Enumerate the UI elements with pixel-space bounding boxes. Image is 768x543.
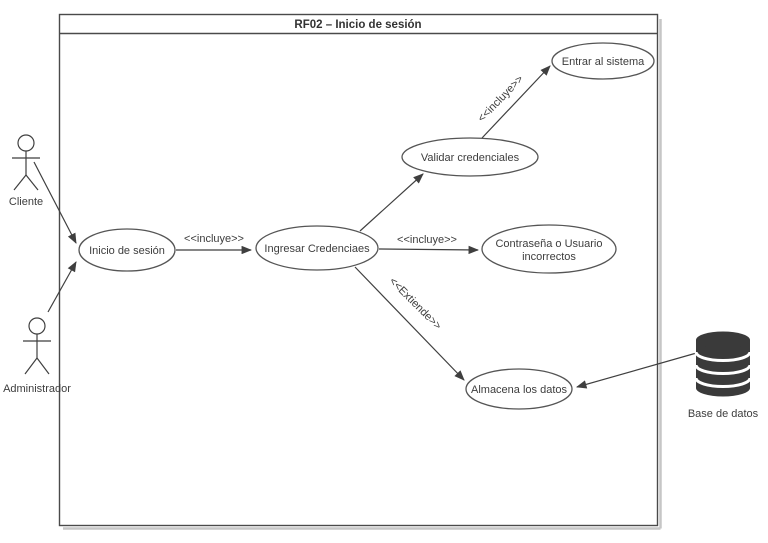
edge-administrador-inicio [47, 261, 77, 313]
usecase-oval [401, 137, 539, 177]
edge-cliente-inicio [33, 161, 77, 244]
usecase-almacena-datos: Almacena los datos [465, 368, 573, 410]
edge-ingresar-contrasena [378, 245, 480, 255]
usecase-validar-credenciales: Validar credenciales [401, 137, 539, 177]
stick-figure-icon [23, 317, 51, 375]
actor-administrador: Administrador [3, 317, 71, 395]
usecase-inicio-sesion: Inicio de sesión [78, 228, 176, 272]
usecase-oval [481, 224, 617, 274]
usecase-oval [255, 225, 379, 271]
actor-cliente: Cliente [9, 134, 43, 208]
system-boundary-frame [58, 13, 659, 527]
usecase-almacena-datos-label: Almacena los datos [471, 384, 567, 396]
usecase-entrar-sistema-label: Entrar al sistema [562, 56, 645, 68]
edge-label-incluye-2: <<incluye>> [397, 234, 457, 246]
database-label: Base de datos [688, 408, 759, 420]
edge-validar-entrar [481, 65, 551, 139]
database-icon [694, 331, 752, 397]
edge-label-incluye-1: <<incluye>> [184, 233, 244, 245]
usecase-inicio-sesion-label: Inicio de sesión [89, 245, 165, 257]
actor-cliente-label: Cliente [9, 196, 43, 208]
usecase-contrasena-incorrectos: Contraseña o Usuario incorrectos [481, 224, 617, 274]
edge-label-extiende: <<Extiende>> [387, 275, 444, 332]
actor-administrador-label: Administrador [3, 383, 71, 395]
usecase-ingresar-credenciales-label: Ingresar Credenciaes [264, 243, 370, 255]
usecase-oval [465, 368, 573, 410]
edge-ingresar-validar [359, 173, 424, 232]
usecase-contrasena-incorrectos-label-line1: Contraseña o Usuario [495, 238, 602, 250]
database-node: Base de datos [688, 331, 759, 420]
usecase-contrasena-incorrectos-label-line2: incorrectos [522, 251, 576, 263]
usecase-oval [551, 42, 655, 80]
usecase-validar-credenciales-label: Validar credenciales [421, 152, 520, 164]
edge-ingresar-almacena [354, 266, 465, 381]
stick-figure-icon [12, 134, 40, 191]
frame-shadow [63, 19, 662, 530]
usecase-entrar-sistema: Entrar al sistema [551, 42, 655, 80]
edge-basedatos-almacena [575, 351, 701, 389]
diagram-title: RF02 – Inicio de sesión [294, 19, 421, 31]
usecase-ingresar-credenciales: Ingresar Credenciaes [255, 225, 379, 271]
usecase-oval [78, 228, 176, 272]
